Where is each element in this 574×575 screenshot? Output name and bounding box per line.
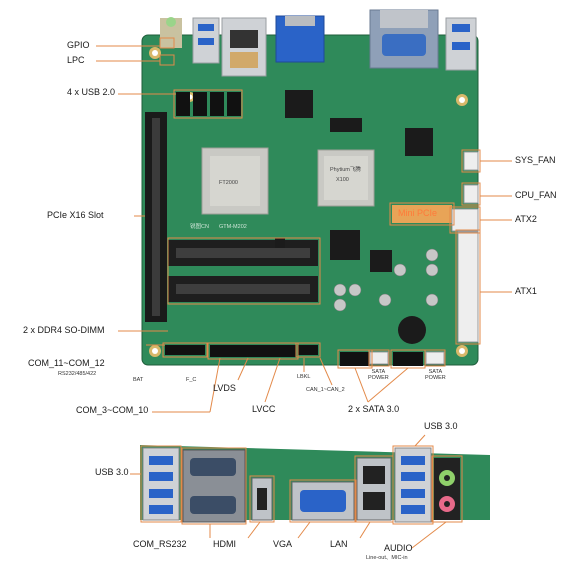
label-bat: BAT	[133, 377, 144, 383]
label-audio-sub: Line-out、MIC-in	[366, 555, 408, 561]
io-callout-lines	[130, 434, 463, 549]
label-lvds: LVDS	[213, 383, 236, 393]
label-com-rs232: COM_RS232	[133, 539, 187, 549]
label-lvcc: LVCC	[252, 404, 276, 414]
label-audio: AUDIO	[384, 543, 413, 553]
callout-lines	[96, 37, 512, 413]
label-lbkl: LBKL	[297, 374, 311, 380]
silk-cpu1: FT2000	[219, 180, 238, 186]
label-com3: COM_3~COM_10	[76, 405, 149, 415]
atx2-connector	[451, 208, 479, 232]
silk-board-model: GTM-M202	[219, 224, 247, 230]
label-fc: F_C	[186, 377, 197, 383]
label-com11: COM_11~COM_12	[28, 358, 105, 368]
label-sata30: 2 x SATA 3.0	[348, 404, 400, 414]
label-sys-fan: SYS_FAN	[515, 155, 556, 165]
label-cpu-fan: CPU_FAN	[515, 190, 557, 200]
io-panel	[140, 445, 490, 523]
label-vga: VGA	[273, 539, 293, 549]
label-atx2: ATX2	[515, 214, 537, 224]
silk-mini-pcie: Mini PCIe	[398, 208, 438, 218]
label-gpio: GPIO	[67, 40, 90, 50]
motherboard-top	[141, 9, 479, 366]
silk-cpu2-line2: X100	[336, 177, 349, 183]
cpu-fan-header	[463, 184, 479, 204]
label-usb20: 4 x USB 2.0	[67, 87, 116, 97]
silk-cpu2-line1: Phytium飞腾	[330, 167, 361, 173]
label-sata-power-2: SATA POWER	[425, 369, 446, 381]
label-sata-power-1: SATA POWER	[368, 369, 389, 381]
label-atx1: ATX1	[515, 286, 537, 296]
label-lpc: LPC	[67, 55, 85, 65]
atx1-connector	[457, 231, 479, 343]
label-can: CAN_1~CAN_2	[306, 387, 345, 393]
silk-brand: 锐图CN	[190, 224, 209, 230]
mini-pcie-slot	[392, 205, 452, 223]
label-usb30-right: USB 3.0	[424, 421, 458, 431]
label-ddr4: 2 x DDR4 SO-DIMM	[23, 325, 105, 335]
audio-jack-top	[160, 18, 182, 48]
label-pcie: PCIe X16 Slot	[47, 210, 104, 220]
pcb	[142, 35, 478, 365]
label-com11-sub: RS232/485/422	[58, 371, 97, 377]
sys-fan-header	[463, 151, 479, 171]
label-usb30-left: USB 3.0	[95, 467, 129, 477]
label-lan: LAN	[330, 539, 348, 549]
label-hdmi: HDMI	[213, 539, 236, 549]
